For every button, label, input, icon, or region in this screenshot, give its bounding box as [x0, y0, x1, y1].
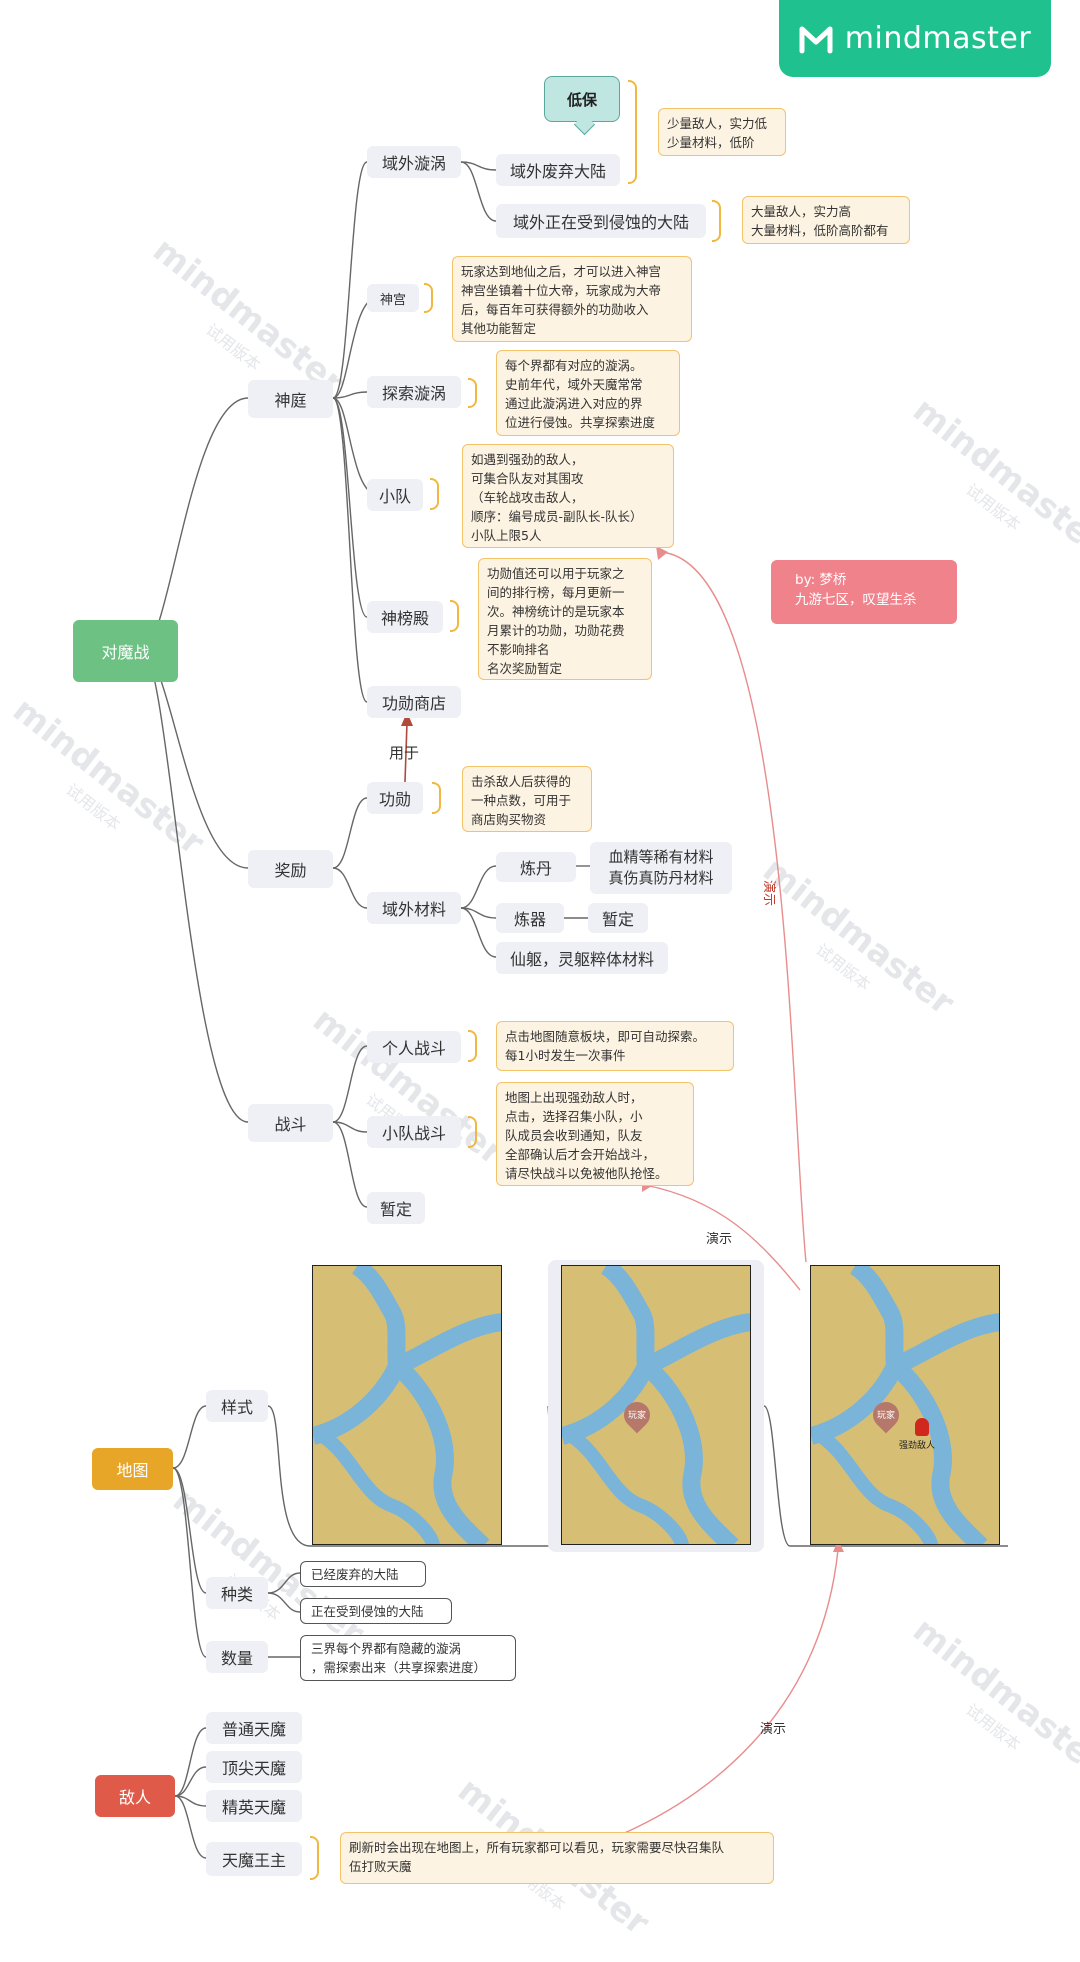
node-yuwai-xuanwo[interactable]: 域外漩涡	[367, 146, 461, 178]
label-demo: 演示	[760, 1722, 787, 1737]
node-enemy-common[interactable]: 普通天魔	[206, 1712, 302, 1744]
node-yuwai-material[interactable]: 域外材料	[367, 892, 461, 924]
note-tansuo: 每个界都有对应的漩涡。 史前年代，域外天魔常常 通过此漩涡进入对应的界 位进行侵…	[496, 350, 680, 436]
node-abandoned-continent[interactable]: 域外废弃大陆	[496, 154, 620, 186]
brace	[628, 80, 637, 184]
brace	[424, 283, 433, 313]
node-battle[interactable]: 战斗	[248, 1104, 333, 1142]
enemy-figure-icon	[915, 1418, 929, 1436]
node-enemy-king[interactable]: 天魔王主	[206, 1842, 302, 1876]
node-type-abandoned[interactable]: 已经废弃的大陆	[300, 1561, 426, 1587]
label-used-for: 用于	[389, 744, 420, 762]
map-river-svg	[811, 1266, 999, 1544]
node-shengong[interactable]: 神宫	[367, 284, 419, 312]
node-map-count[interactable]: 数量	[206, 1641, 268, 1673]
node-gongxun-shop[interactable]: 功勋商店	[367, 686, 461, 718]
label-demo: 演示	[761, 880, 776, 907]
brace	[310, 1836, 319, 1880]
enemy-label: 强劲敌人	[899, 1441, 936, 1451]
note-shengong: 玩家达到地仙之后，才可以进入神宫 神宫坐镇着十位大帝，玩家成为大帝 后，每百年可…	[452, 256, 692, 342]
map-style-1[interactable]	[312, 1265, 502, 1545]
node-tansuo-xuanwo[interactable]: 探索漩涡	[367, 376, 461, 408]
note-personal-battle: 点击地图随意板块，即可自动探索。 每1小时发生一次事件	[496, 1021, 734, 1071]
player-pin-label: 玩家	[627, 1411, 646, 1421]
brand-name: mindmaster	[844, 21, 1032, 56]
root-node-map[interactable]: 地图	[92, 1448, 173, 1490]
note-gongxun: 击杀敌人后获得的 一种点数，可用于 商店购买物资	[462, 766, 592, 832]
root-node-enemy[interactable]: 敌人	[95, 1775, 175, 1817]
node-shenbang[interactable]: 神榜殿	[367, 601, 443, 633]
author-card: by: 梦桥 九游七区，叹望生杀	[771, 560, 957, 624]
mindmaster-logo: mindmaster	[779, 0, 1051, 77]
mindmaster-logo-icon	[799, 26, 833, 53]
map-style-2[interactable]: 玩家	[561, 1265, 751, 1545]
node-battle-tbd[interactable]: 暂定	[367, 1192, 425, 1224]
map-style-3[interactable]: 玩家 强劲敌人	[810, 1265, 1000, 1545]
note-shenbang: 功勋值还可以用于玩家之 间的排行榜，每月更新一 次。神榜统计的是玩家本 月累计的…	[478, 558, 652, 680]
brace	[468, 1116, 477, 1148]
brace	[450, 600, 459, 632]
node-map-types[interactable]: 种类	[206, 1577, 268, 1609]
node-reward[interactable]: 奖励	[248, 850, 333, 888]
node-type-eroding[interactable]: 正在受到侵蚀的大陆	[300, 1598, 452, 1624]
node-gongxun[interactable]: 功勋	[367, 782, 423, 814]
note-map-count: 三界每个界都有隐藏的漩涡 ，需探索出来（共享探索进度）	[300, 1635, 516, 1681]
map-river-svg	[562, 1266, 750, 1544]
brace	[468, 378, 477, 408]
brace	[468, 1030, 477, 1062]
node-liandan-items[interactable]: 血精等稀有材料 真伤真防丹材料	[590, 842, 732, 894]
brace	[712, 200, 721, 242]
brace	[432, 782, 441, 814]
label-demo: 演示	[706, 1232, 733, 1247]
node-map-style[interactable]: 样式	[206, 1390, 268, 1422]
node-personal-battle[interactable]: 个人战斗	[367, 1031, 461, 1063]
node-eroding-continent[interactable]: 域外正在受到侵蚀的大陆	[496, 204, 706, 238]
node-lianqi[interactable]: 炼器	[496, 903, 564, 933]
node-squad-battle[interactable]: 小队战斗	[367, 1116, 461, 1148]
note-eroding: 大量敌人，实力高 大量材料，低阶高阶都有	[742, 196, 910, 244]
author-server: 九游七区，叹望生杀	[795, 592, 917, 608]
node-xiaodui[interactable]: 小队	[367, 479, 423, 511]
node-xianqu-material[interactable]: 仙躯，灵躯粹体材料	[496, 942, 668, 974]
player-pin-label: 玩家	[876, 1411, 895, 1421]
badge-dibao: 低保	[544, 76, 620, 122]
node-liandan[interactable]: 炼丹	[496, 852, 576, 882]
brace	[430, 478, 439, 510]
note-enemy-king: 刷新时会出现在地图上，所有玩家都可以看见，玩家需要尽快召集队 伍打败天魔	[340, 1832, 774, 1884]
node-shenting[interactable]: 神庭	[248, 380, 333, 418]
note-xiaodui: 如遇到强劲的敌人， 可集合队友对其围攻 （车轮战攻击敌人， 顺序：编号成员-副队…	[462, 444, 674, 548]
node-enemy-top[interactable]: 顶尖天魔	[206, 1751, 302, 1783]
note-squad-battle: 地图上出现强劲敌人时， 点击，选择召集小队，小 队成员会收到通知，队友 全部确认…	[496, 1082, 694, 1186]
note-abandoned: 少量敌人，实力低 少量材料，低阶	[658, 108, 786, 156]
author-line: by: 梦桥	[795, 572, 847, 588]
node-lianqi-item[interactable]: 暂定	[588, 903, 648, 933]
root-node-demon-war[interactable]: 对魔战	[73, 620, 178, 682]
node-enemy-elite[interactable]: 精英天魔	[206, 1790, 302, 1822]
map-river-svg	[313, 1266, 501, 1544]
